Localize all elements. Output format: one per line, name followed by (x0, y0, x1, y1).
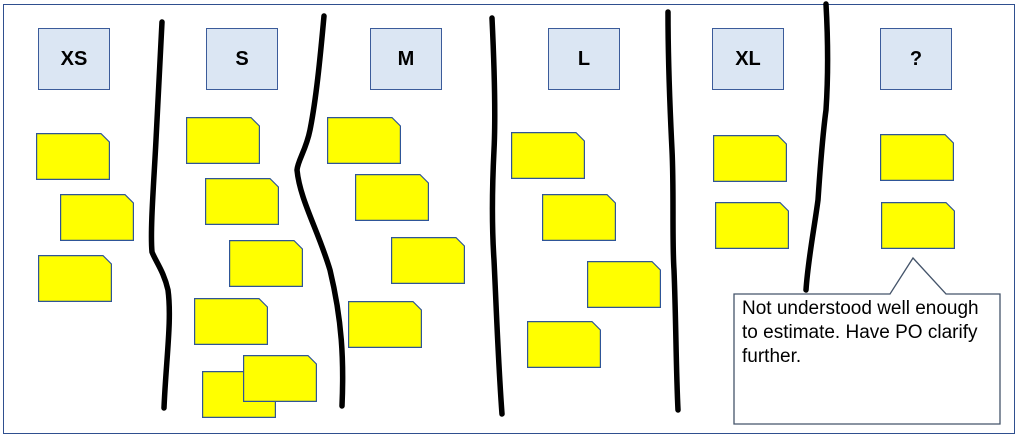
sticky-card[interactable] (348, 301, 423, 349)
sticky-card-shape (36, 133, 111, 181)
sticky-card[interactable] (511, 132, 586, 180)
sticky-card[interactable] (587, 261, 662, 309)
divider-l-xl (665, 9, 681, 413)
column-header-xl: XL (712, 28, 784, 90)
sticky-card-shape (391, 237, 466, 285)
sticky-card-shape (229, 240, 304, 288)
sticky-card-shape (38, 255, 113, 303)
divider-s-m (294, 13, 346, 409)
sticky-card[interactable] (38, 255, 113, 303)
divider-m-l (489, 15, 505, 417)
column-header-l: L (548, 28, 620, 90)
sticky-card-shape (205, 178, 280, 226)
sticky-card[interactable] (60, 194, 135, 242)
sticky-card[interactable] (205, 178, 280, 226)
divider-xl-unknown (803, 1, 831, 293)
sticky-card[interactable] (229, 240, 304, 288)
sticky-card[interactable] (527, 321, 602, 369)
sticky-card[interactable] (36, 133, 111, 181)
sticky-card-shape (243, 355, 318, 403)
sticky-card-shape (511, 132, 586, 180)
sticky-card-shape (715, 202, 790, 250)
column-header-s: S (206, 28, 278, 90)
divider-xs-s (148, 19, 173, 411)
sticky-card-shape (348, 301, 423, 349)
sticky-card[interactable] (715, 202, 790, 250)
column-header-unknown: ? (880, 28, 952, 90)
sticky-card[interactable] (243, 355, 318, 403)
sticky-card[interactable] (881, 202, 956, 250)
sticky-card-shape (880, 134, 955, 182)
sticky-card-shape (60, 194, 135, 242)
sticky-card[interactable] (194, 298, 269, 346)
column-header-m: M (370, 28, 442, 90)
sticky-card[interactable] (542, 194, 617, 242)
sticky-card-shape (713, 135, 788, 183)
sticky-card-shape (355, 174, 430, 222)
sticky-card-shape (327, 117, 402, 165)
sticky-card[interactable] (880, 134, 955, 182)
sticky-card[interactable] (355, 174, 430, 222)
sticky-card[interactable] (713, 135, 788, 183)
callout-text: Not understood well enough to estimate. … (742, 298, 979, 367)
sticky-card-shape (542, 194, 617, 242)
sticky-card-shape (194, 298, 269, 346)
sticky-card-shape (527, 321, 602, 369)
column-header-xs: XS (38, 28, 110, 90)
sticky-card[interactable] (391, 237, 466, 285)
sticky-card[interactable] (327, 117, 402, 165)
sticky-card[interactable] (186, 117, 261, 165)
sticky-card-shape (186, 117, 261, 165)
sticky-card-shape (587, 261, 662, 309)
sticky-card-shape (881, 202, 956, 250)
